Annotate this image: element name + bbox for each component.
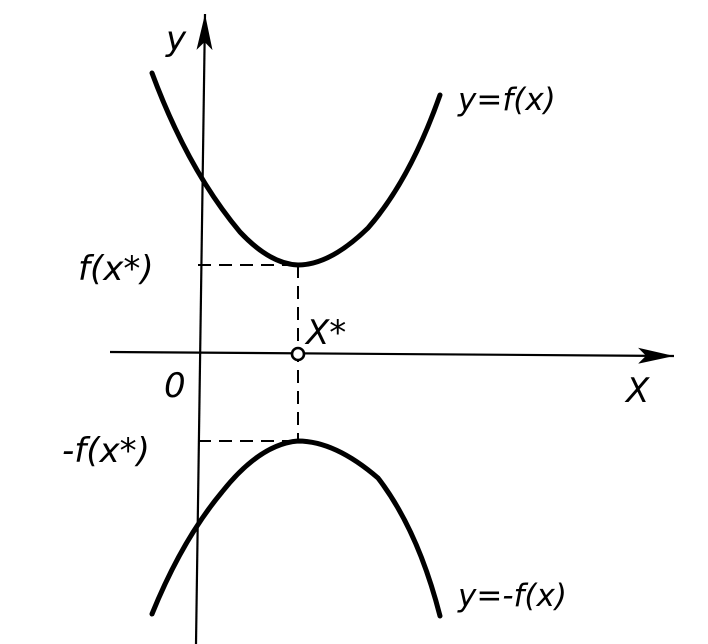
x-axis — [109, 347, 675, 364]
upper-value-label: f(x*) — [78, 249, 154, 289]
critical-point-marker — [290, 346, 306, 362]
lower-curve-label: y=-f(x) — [457, 578, 567, 614]
upper-curve — [149, 70, 443, 268]
origin-label: 0 — [164, 366, 186, 406]
lower-value-label: -f(x*) — [62, 431, 150, 471]
upper-curve-label: y=f(x) — [457, 82, 556, 118]
critical-point-label: X* — [304, 313, 346, 353]
y-axis-label: y — [165, 19, 187, 59]
y-axis — [194, 13, 213, 644]
x-axis-label: X — [624, 371, 650, 411]
lower-curve — [149, 438, 443, 619]
